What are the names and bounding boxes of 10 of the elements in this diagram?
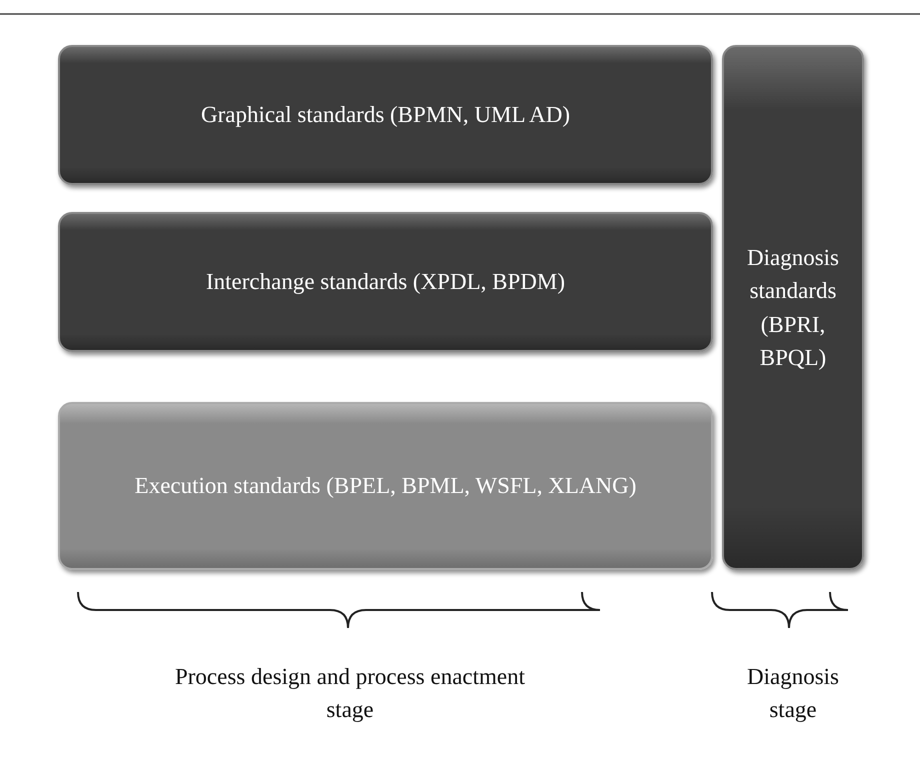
- stage-label: Diagnosis stage: [746, 663, 840, 724]
- layer-box: [58, 212, 713, 352]
- stage-label: Process design and process enactment stage: [174, 663, 526, 724]
- layer-box: [58, 45, 713, 185]
- layer-box: [58, 402, 713, 570]
- box-label: Interchange standards (XPDL, BPDM): [206, 268, 565, 296]
- box-label: Graphical standards (BPMN, UML AD): [200, 101, 570, 130]
- box-label: Diagnosis standards (BPRI, BPQL): [746, 244, 840, 372]
- vertical-box: [722, 45, 864, 570]
- box-label: Execution standards (BPEL, BPML, WSFL, XLANG): [134, 472, 636, 500]
